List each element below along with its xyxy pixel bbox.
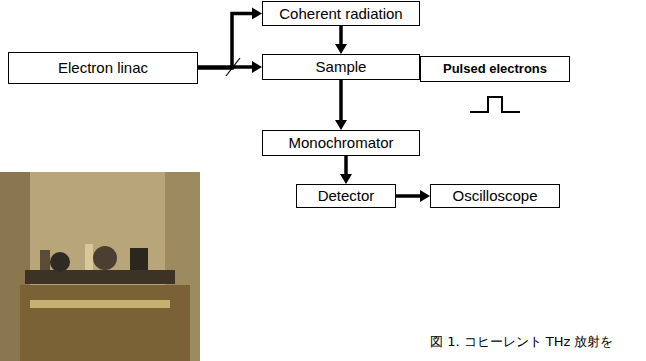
box-label: Pulsed electrons [443, 62, 547, 77]
box-label: Sample [316, 58, 367, 75]
box-label: Coherent radiation [279, 5, 402, 22]
box-label: Oscilloscope [452, 187, 537, 204]
flow-line [339, 80, 343, 120]
source-box: Electron linac [8, 52, 198, 84]
flow-line [344, 156, 348, 174]
flow-arrow [335, 26, 347, 54]
lab-photo [0, 172, 200, 361]
arrow-head [340, 174, 352, 184]
output-box: Pulsed electrons [420, 56, 570, 82]
flow-line [396, 194, 420, 198]
flow-arrow [198, 61, 262, 73]
process-box: Detector [296, 184, 396, 208]
arrow-head [335, 44, 347, 54]
arrow-head [420, 190, 430, 202]
flow-arrow [335, 80, 347, 130]
pulse-symbol [470, 97, 520, 112]
box-label: Monochromator [288, 134, 393, 151]
flow-line [339, 26, 343, 44]
box-label: Detector [318, 187, 375, 204]
flow-line [198, 14, 252, 69]
flow-arrow [198, 8, 262, 69]
photo-ground [0, 172, 200, 361]
photo-device [50, 252, 70, 272]
photo-table [20, 285, 190, 361]
process-box: Sample [262, 54, 420, 80]
arrow-head [335, 120, 347, 130]
figure-caption: 図 1. コヒーレント THz 放射を [430, 333, 613, 351]
photo-rail [25, 270, 175, 284]
process-box: Oscilloscope [430, 184, 560, 208]
photo-device [130, 248, 148, 270]
flow-line [198, 65, 252, 69]
pulse-waveform [470, 97, 520, 112]
arrow-head [252, 8, 262, 20]
flow-arrow [396, 190, 430, 202]
photo-device [93, 246, 117, 270]
flow-arrow [340, 156, 352, 184]
photo-device [85, 244, 93, 270]
photo-device [40, 250, 50, 270]
box-label: Electron linac [58, 59, 148, 76]
photo-table-edge [30, 300, 170, 308]
arrow-head [252, 61, 262, 73]
process-box: Coherent radiation [262, 1, 420, 26]
process-box: Monochromator [262, 130, 420, 156]
